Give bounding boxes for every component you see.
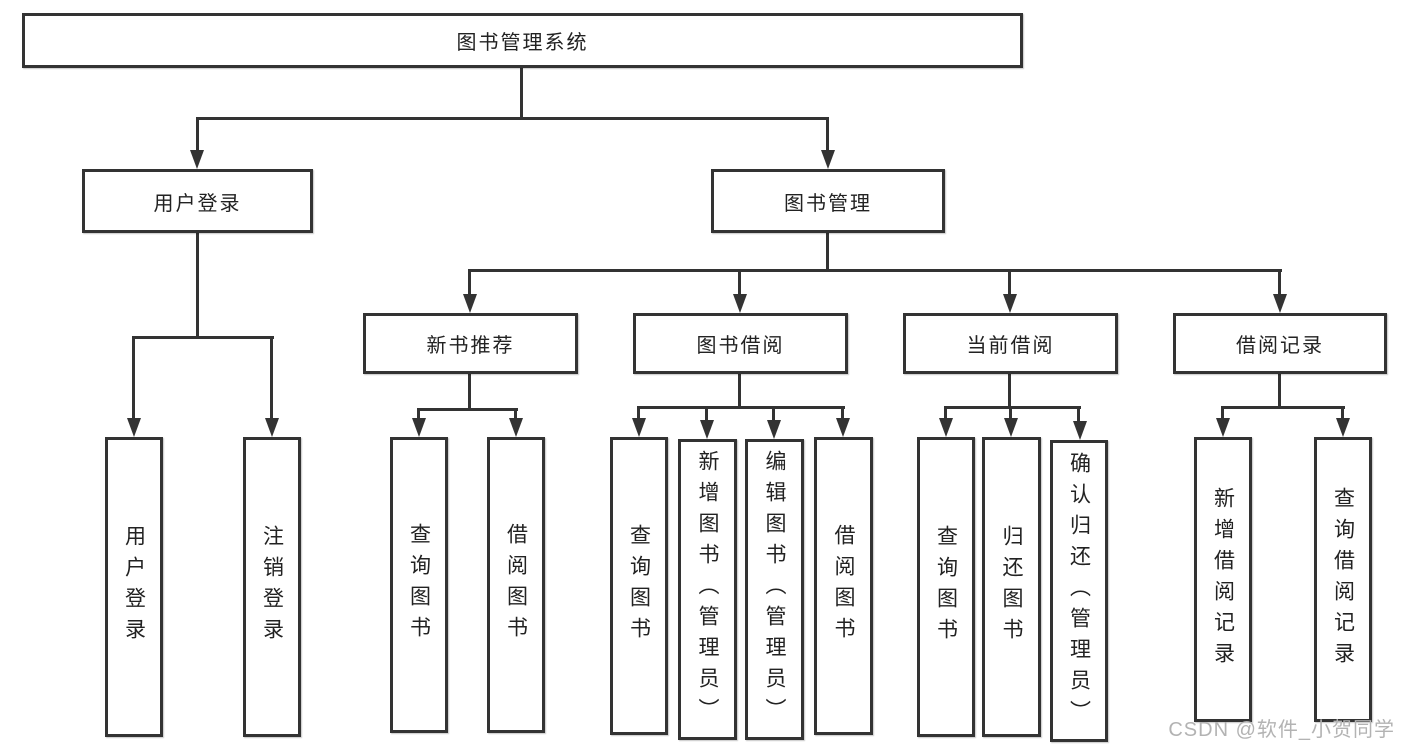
node-label: 查询图书 (934, 525, 958, 649)
node-label: 查询借阅记录 (1331, 486, 1355, 673)
node-label: 编辑图书（管理员） (763, 450, 786, 729)
node-leaf-query-record: 查询借阅记录 (1314, 437, 1372, 722)
node-root: 图书管理系统 (22, 13, 1023, 68)
node-leaf-edit-book-admin: 编辑图书（管理员） (745, 439, 804, 740)
connector-line (196, 117, 829, 120)
node-borrow-records: 借阅记录 (1173, 313, 1387, 374)
arrow-down-icon (463, 294, 477, 313)
connector-line (826, 117, 829, 153)
connector-line (468, 269, 1282, 272)
node-label: 新增图书（管理员） (696, 450, 719, 729)
node-label: 借阅记录 (1236, 335, 1324, 357)
arrow-down-icon (1004, 418, 1018, 437)
connector-line (1077, 406, 1080, 421)
node-label: 确认归还（管理员） (1067, 451, 1091, 731)
arrow-down-icon (1336, 418, 1350, 437)
connector-line (1221, 406, 1224, 421)
node-label: 注销登录 (260, 525, 284, 649)
arrow-down-icon (1073, 421, 1087, 440)
node-label: 用户登录 (153, 192, 242, 215)
node-leaf-confirm-return: 确认归还（管理员） (1050, 440, 1108, 742)
arrow-down-icon (939, 418, 953, 437)
node-label: 查询图书 (407, 523, 431, 647)
arrow-down-icon (632, 418, 646, 437)
connector-line (1278, 374, 1281, 409)
arrow-down-icon (836, 418, 850, 437)
node-label: 当前借阅 (966, 335, 1055, 357)
connector-line (826, 233, 829, 272)
node-leaf-borrow-book-rec: 借阅图书 (487, 437, 545, 733)
arrow-down-icon (1216, 418, 1230, 437)
connector-line (738, 374, 741, 409)
node-leaf-query-book-rec: 查询图书 (390, 437, 448, 733)
node-label: 新书推荐 (426, 335, 515, 357)
connector-line (1341, 406, 1344, 421)
arrow-down-icon (821, 150, 835, 169)
node-label: 用户登录 (122, 525, 146, 649)
connector-line (1009, 406, 1012, 421)
connector-line (637, 406, 845, 409)
connector-line (944, 406, 1081, 409)
node-label: 图书管理系统 (456, 32, 589, 54)
connector-line (637, 406, 640, 421)
node-label: 查询图书 (627, 524, 651, 648)
arrow-down-icon (700, 420, 714, 439)
node-new-book-rec: 新书推荐 (363, 313, 578, 374)
node-leaf-logout: 注销登录 (243, 437, 301, 737)
connector-line (132, 336, 135, 421)
node-book-borrow: 图书借阅 (633, 313, 848, 374)
connector-line (196, 233, 199, 339)
connector-line (841, 406, 844, 421)
connector-line (1221, 406, 1345, 409)
arrow-down-icon (733, 294, 747, 313)
node-leaf-query-book-cur: 查询图书 (917, 437, 975, 737)
node-leaf-return-book: 归还图书 (982, 437, 1041, 737)
connector-line (196, 117, 199, 153)
connector-line (468, 374, 471, 411)
node-label: 图书借阅 (696, 335, 785, 357)
arrow-down-icon (265, 418, 279, 437)
node-leaf-add-book-admin: 新增图书（管理员） (678, 439, 737, 740)
node-label: 图书管理 (784, 192, 872, 215)
node-leaf-user-login: 用户登录 (105, 437, 163, 737)
node-leaf-borrow-book-bb: 借阅图书 (814, 437, 873, 735)
connector-line (417, 408, 518, 411)
node-leaf-add-record: 新增借阅记录 (1194, 437, 1252, 722)
connector-line (738, 269, 741, 297)
arrow-down-icon (767, 420, 781, 439)
watermark: CSDN @软件_小贺同学 (1168, 719, 1395, 741)
connector-line (270, 336, 273, 421)
connector-line (944, 406, 947, 421)
connector-line (417, 408, 420, 421)
connector-line (1008, 269, 1011, 297)
connector-line (1008, 374, 1011, 409)
node-label: 新增借阅记录 (1211, 486, 1235, 673)
arrow-down-icon (127, 418, 141, 437)
connector-line (1278, 269, 1281, 297)
connector-line (132, 336, 274, 339)
arrow-down-icon (412, 418, 426, 437)
node-leaf-query-book-bb: 查询图书 (610, 437, 668, 735)
connector-line (520, 68, 523, 119)
node-label: 借阅图书 (504, 523, 528, 647)
node-label: 借阅图书 (832, 524, 855, 648)
node-user-login: 用户登录 (82, 169, 313, 233)
node-label: 归还图书 (1000, 525, 1023, 649)
arrow-down-icon (1003, 294, 1017, 313)
node-current-borrow: 当前借阅 (903, 313, 1118, 374)
arrow-down-icon (1273, 294, 1287, 313)
connector-line (468, 269, 471, 297)
node-book-mgmt: 图书管理 (711, 169, 945, 233)
connector-line (705, 406, 708, 421)
arrow-down-icon (190, 150, 204, 169)
connector-line (514, 408, 517, 421)
connector-line (772, 406, 775, 421)
arrow-down-icon (509, 418, 523, 437)
